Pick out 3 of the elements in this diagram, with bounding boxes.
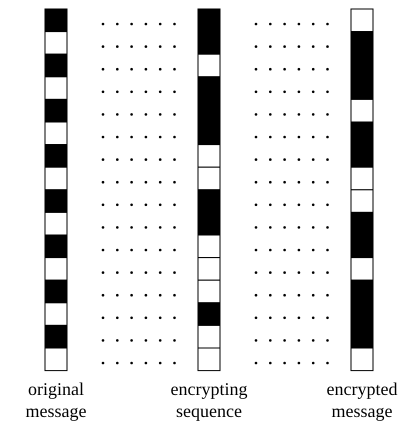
column-label: encrypted message — [326, 378, 398, 422]
column-label: encrypting sequence — [170, 378, 248, 422]
column-label: original message — [24, 378, 88, 422]
